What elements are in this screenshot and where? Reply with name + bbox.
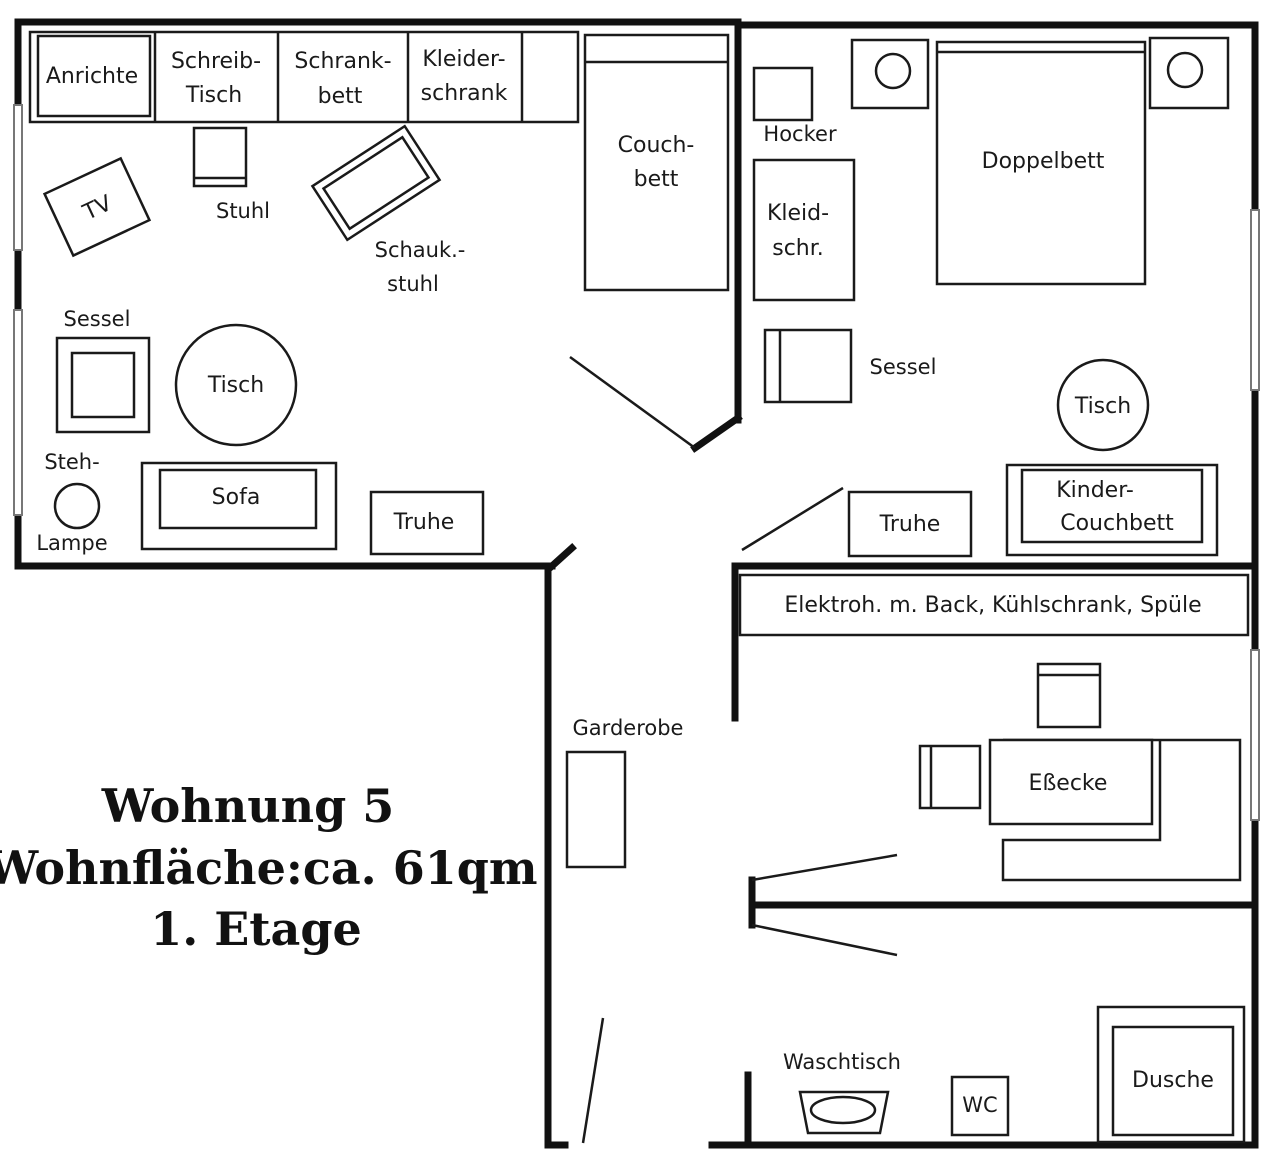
window-kitchen-right bbox=[1250, 649, 1260, 821]
door-entrance bbox=[581, 1017, 605, 1144]
essecke-chair-left bbox=[918, 744, 982, 810]
nightlamp-left bbox=[874, 52, 912, 90]
garderobe bbox=[565, 750, 627, 869]
window-bedroom-right bbox=[1250, 209, 1260, 391]
label-dusche: Dusche bbox=[1132, 1068, 1214, 1093]
tv: TV bbox=[42, 156, 152, 258]
doppelbett bbox=[935, 40, 1147, 286]
label-kleidschr-2: schr. bbox=[772, 236, 824, 261]
label-sessel-bedroom: Sessel bbox=[870, 355, 937, 379]
tv-body bbox=[42, 156, 152, 258]
label-wc: WC bbox=[962, 1093, 997, 1117]
label-truhe-living: Truhe bbox=[393, 510, 455, 535]
waschtisch-basin bbox=[809, 1095, 877, 1125]
door-bedroom bbox=[741, 486, 844, 552]
windows bbox=[13, 104, 1260, 821]
kinder-couchbett-seat bbox=[1020, 468, 1204, 544]
label-schreibtisch-2: Tisch bbox=[185, 83, 242, 108]
door-bath bbox=[751, 923, 898, 957]
essecke-chair-top bbox=[1036, 662, 1102, 729]
bedroom: Hocker Doppelbett Kleid- schr. Sessel Ti… bbox=[752, 36, 1230, 558]
label-kinder-couchbett-1: Kinder- bbox=[1056, 478, 1134, 503]
label-stehlampe-1: Steh- bbox=[44, 450, 99, 474]
essecke-bench bbox=[1001, 738, 1242, 882]
label-schaukelstuhl-2: stuhl bbox=[387, 272, 439, 296]
label-schaukelstuhl-1: Schauk.- bbox=[375, 238, 466, 262]
label-tisch-living: Tisch bbox=[207, 373, 264, 398]
essecke-table bbox=[988, 738, 1154, 826]
label-stuhl: Stuhl bbox=[216, 199, 270, 223]
tisch-bedroom bbox=[1056, 358, 1150, 452]
window-living-left-1 bbox=[13, 104, 23, 251]
bathroom: Waschtisch WC Dusche bbox=[783, 1005, 1246, 1144]
wc bbox=[950, 1075, 1010, 1137]
sessel-bedroom bbox=[763, 328, 853, 404]
kleidschrank-bedroom bbox=[752, 158, 856, 302]
hallway: Garderobe bbox=[565, 716, 684, 869]
tisch-living bbox=[174, 323, 298, 447]
truhe-living bbox=[369, 490, 485, 556]
truhe-bedroom bbox=[847, 490, 973, 558]
doors bbox=[569, 355, 898, 1144]
label-schrankbett-2: bett bbox=[318, 84, 363, 109]
nightlamp-right bbox=[1166, 51, 1204, 89]
living-room: Anrichte Schreib- Tisch Schrank- bett Kl… bbox=[28, 30, 730, 556]
kitchen: Elektroh. m. Back, Kühlschrank, Spüle Eß… bbox=[738, 573, 1250, 882]
title-line-3: 1. Etage bbox=[150, 902, 362, 956]
label-waschtisch: Waschtisch bbox=[783, 1050, 901, 1074]
sofa-seat bbox=[158, 468, 318, 530]
label-truhe-bedroom: Truhe bbox=[879, 512, 941, 537]
label-hocker: Hocker bbox=[763, 122, 837, 146]
stehlampe bbox=[53, 482, 101, 530]
wall-jamb-hall bbox=[547, 543, 577, 571]
label-couchbett-1: Couch- bbox=[618, 133, 695, 158]
title-line-2: Wohnfläche:ca. 61qm bbox=[0, 841, 538, 895]
label-schrankbett-1: Schrank- bbox=[294, 49, 391, 74]
window-living-left-2 bbox=[13, 309, 23, 516]
label-sofa: Sofa bbox=[212, 485, 261, 510]
dusche-inner bbox=[1111, 1025, 1235, 1137]
label-essecke: Eßecke bbox=[1029, 771, 1108, 796]
hocker bbox=[752, 66, 814, 122]
label-kleiderschrank-2: schrank bbox=[421, 81, 508, 106]
label-tisch-bedroom: Tisch bbox=[1074, 394, 1131, 419]
cabinet-anrichte-inner bbox=[36, 34, 152, 118]
label-schreibtisch-1: Schreib- bbox=[171, 49, 261, 74]
wall-jamb-living bbox=[690, 413, 743, 453]
schaukelstuhl-seat bbox=[321, 135, 431, 231]
label-sessel-living: Sessel bbox=[64, 307, 131, 331]
label-anrichte: Anrichte bbox=[46, 64, 138, 89]
door-living bbox=[569, 355, 696, 450]
label-kleidschr-1: Kleid- bbox=[767, 201, 829, 226]
label-garderobe: Garderobe bbox=[573, 716, 684, 740]
title-line-1: Wohnung 5 bbox=[101, 779, 395, 833]
door-kitchen bbox=[751, 853, 898, 882]
sessel-living-seat bbox=[70, 351, 136, 419]
nightstand-left bbox=[850, 38, 930, 110]
label-kleiderschrank-1: Kleider- bbox=[422, 47, 505, 72]
kitchen-counter bbox=[738, 573, 1250, 637]
label-doppelbett: Doppelbett bbox=[982, 149, 1105, 174]
label-kinder-couchbett-2: Couchbett bbox=[1060, 511, 1174, 536]
couchbett bbox=[583, 33, 730, 292]
stuhl bbox=[192, 126, 248, 188]
label-couchbett-2: bett bbox=[634, 167, 679, 192]
label-kitchen-counter: Elektroh. m. Back, Kühlschrank, Spüle bbox=[784, 593, 1201, 618]
plan-title: Wohnung 5 Wohnfläche:ca. 61qm 1. Etage bbox=[0, 779, 538, 956]
schaukelstuhl bbox=[310, 124, 442, 242]
label-stehlampe-2: Lampe bbox=[36, 531, 107, 555]
